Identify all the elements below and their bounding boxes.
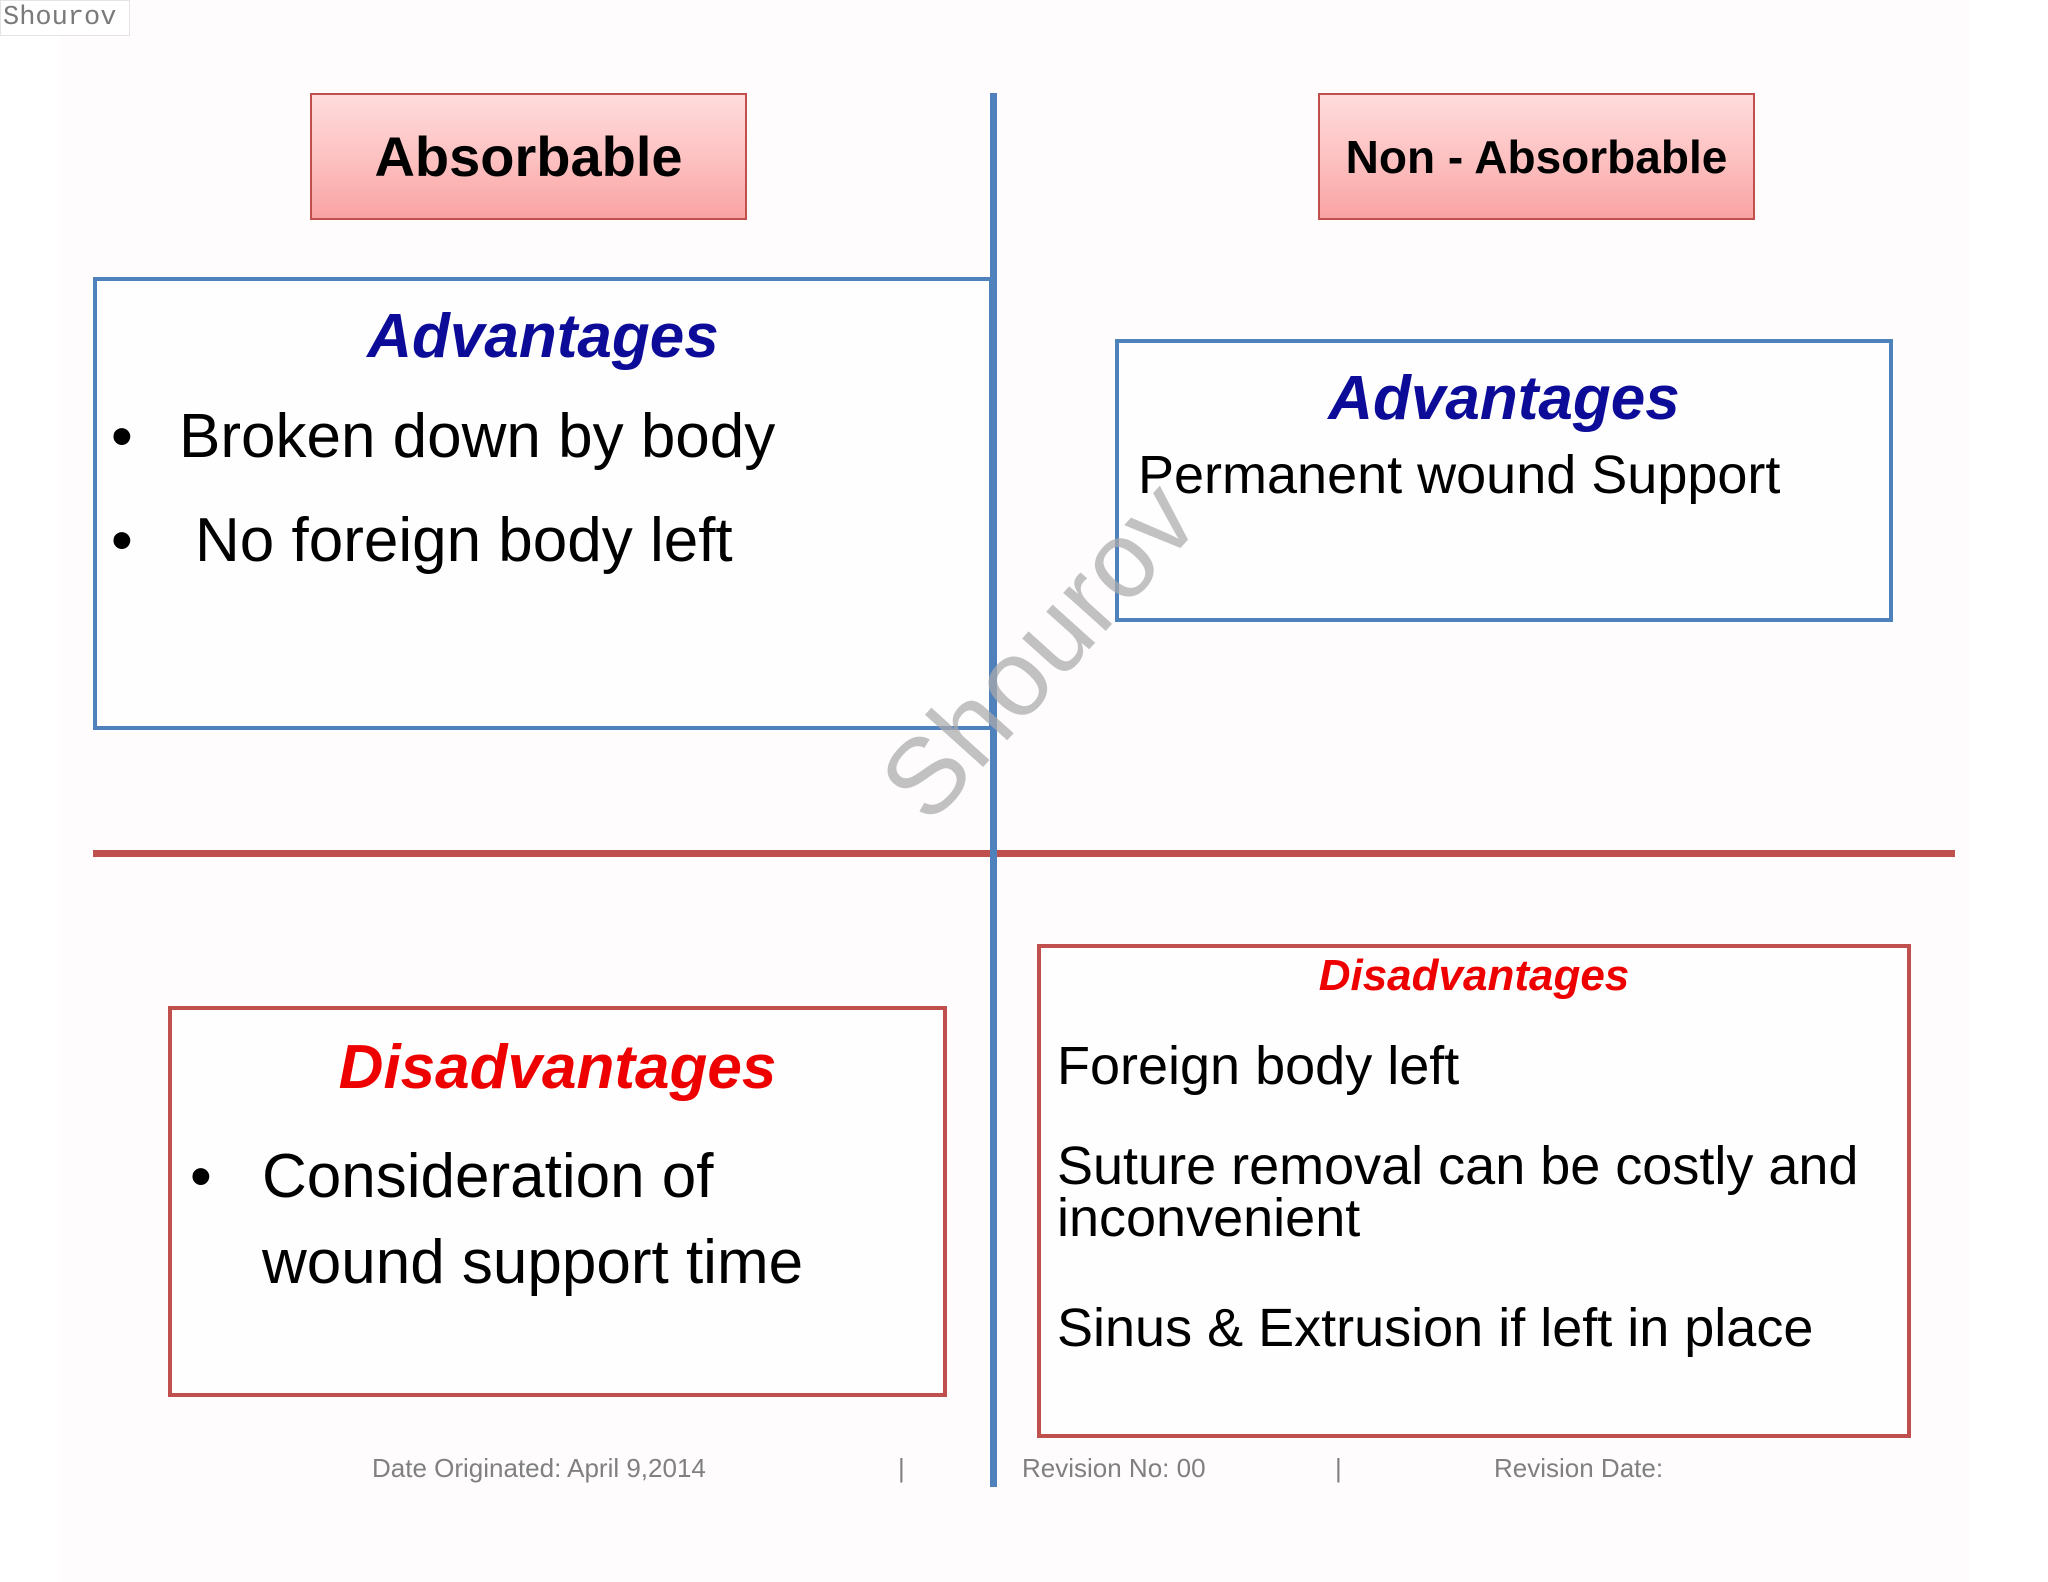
- footer-date-originated: Date Originated: April 9,2014: [372, 1453, 706, 1483]
- category-non-absorbable: Non - Absorbable: [1318, 93, 1755, 220]
- bullet-icon: •: [111, 402, 133, 471]
- list-item: Suture removal can be costly and inconve…: [1057, 1136, 1859, 1248]
- absorbable-advantages-title: Advantages: [367, 302, 719, 371]
- footer-separator: |: [898, 1453, 905, 1483]
- category-non-absorbable-label: Non - Absorbable: [1345, 130, 1728, 183]
- list-item-text: Broken down by body: [179, 402, 776, 471]
- category-absorbable-label: Absorbable: [374, 125, 683, 188]
- footer-separator: |: [1335, 1453, 1342, 1483]
- list-item-text: No foreign body left: [195, 506, 733, 575]
- footer-revision-date: Revision Date:: [1494, 1453, 1664, 1483]
- list-item: • No foreign body left: [111, 505, 733, 577]
- list-item: • Broken down by body: [111, 401, 775, 473]
- non-absorbable-disadvantages-title: Disadvantages: [1318, 951, 1630, 1000]
- vertical-divider: [990, 93, 997, 1487]
- horizontal-divider: [93, 850, 1955, 857]
- corner-label: Shourov: [0, 0, 130, 36]
- footer-revision-no: Revision No: 00: [1022, 1453, 1206, 1483]
- non-absorbable-advantages-title: Advantages: [1328, 364, 1680, 433]
- absorbable-advantages-panel: Advantages • Broken down by body • No fo…: [93, 277, 993, 730]
- list-item: Foreign body left: [1057, 1036, 1460, 1096]
- absorbable-disadvantages-title: Disadvantages: [338, 1033, 777, 1102]
- non-absorbable-advantages-panel: Advantages Permanent wound Support: [1115, 339, 1893, 622]
- bullet-icon: •: [190, 1142, 212, 1211]
- list-item: Permanent wound Support: [1138, 445, 1781, 505]
- non-absorbable-disadvantages-panel: Disadvantages Foreign body left Suture r…: [1037, 944, 1911, 1438]
- absorbable-disadvantages-panel: Disadvantages • Consideration of wound s…: [168, 1006, 947, 1397]
- category-absorbable: Absorbable: [310, 93, 747, 220]
- list-item: Sinus & Extrusion if left in place: [1057, 1298, 1814, 1358]
- list-item-text: Consideration of wound support time: [262, 1142, 804, 1297]
- list-item: • Consideration of wound support time: [190, 1134, 862, 1306]
- bullet-icon: •: [111, 506, 133, 575]
